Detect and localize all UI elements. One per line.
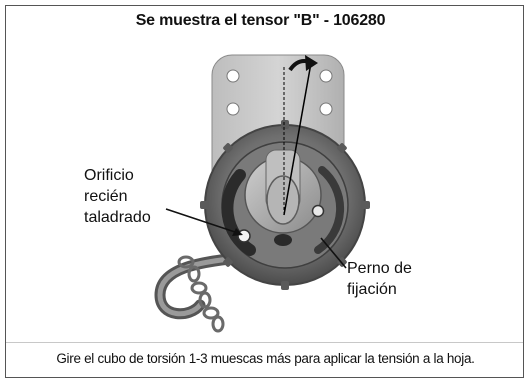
hole-leader-arrow [232, 228, 243, 236]
new-hole-label-line2: recién [84, 188, 128, 205]
torsion-hub-icon [200, 120, 370, 290]
hole-leader-line [165, 208, 242, 235]
new-hole-label-line3: taladrado [84, 209, 151, 226]
lock-bolt-label-line2: fijación [347, 281, 397, 298]
bolt-leader-line [320, 237, 347, 269]
figure-title: Se muestra el tensor "B" - 106280 [135, 12, 386, 29]
new-hole-label-line1: Orificio [84, 167, 134, 184]
new-hole-label: Orificio recién taladrado [84, 165, 184, 228]
lock-bolt-label: Perno de fijación [347, 258, 457, 300]
rotation-arrow-icon [283, 55, 318, 216]
figure-caption: Gire el cubo de torsión 1-3 muescas más … [56, 351, 475, 366]
lock-bolt-label-line1: Perno de [347, 260, 412, 277]
caption-divider [6, 342, 523, 343]
chain-icon [154, 252, 244, 333]
